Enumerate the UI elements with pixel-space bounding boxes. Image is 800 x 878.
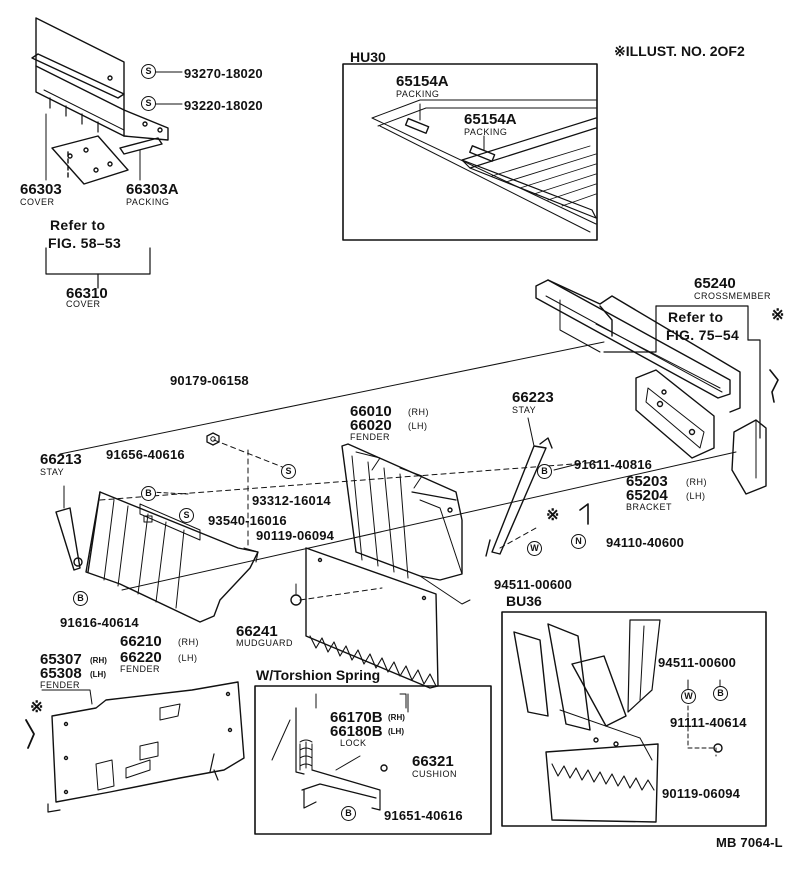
sheet-code: MB 7064-L [716, 835, 783, 850]
part-65204: 65204 [626, 487, 668, 504]
part-65154a-upper: 65154A [396, 73, 449, 90]
hu30-inset-drawing [342, 63, 598, 241]
asterisk-mark: ※ [771, 307, 785, 324]
part-65203: 65203 [626, 473, 668, 490]
refer-to-label-2: Refer to [668, 309, 724, 325]
part-91616-40614: 91616-40614 [60, 615, 139, 630]
part-66310: 66310 [66, 285, 108, 302]
part-66010-side: (RH) [408, 407, 429, 417]
nut-icon [206, 432, 220, 446]
torsion-inset-drawing [254, 685, 492, 835]
part-93540-16016: 93540-16016 [208, 513, 287, 528]
symbol-b-icon: B [341, 806, 356, 821]
part-94110-40600: 94110-40600 [606, 535, 685, 550]
part-66020-side: (LH) [408, 421, 428, 431]
part-65204-name: BRACKET [626, 502, 673, 512]
symbol-n-icon: N [571, 534, 586, 549]
part-65240-name: CROSSMEMBER [694, 291, 772, 301]
part-66241: 66241 [236, 623, 278, 640]
torsion-spring-title: W/Torshion Spring [256, 667, 381, 683]
part-66210: 66210 [120, 633, 162, 650]
bu36-part-90119-06094: 90119-06094 [662, 786, 741, 801]
part-66020: 66020 [350, 417, 392, 434]
refer-fig-58-53: FIG. 58–53 [48, 235, 122, 251]
part-66220: 66220 [120, 649, 162, 666]
part-66180b: 66180B [330, 723, 383, 740]
bu36-title: BU36 [506, 593, 542, 609]
part-66223: 66223 [512, 389, 554, 406]
part-66180b-name: LOCK [340, 738, 367, 748]
mudguard-drawing [290, 547, 439, 689]
part-66321-name: CUSHION [412, 769, 458, 779]
part-66220-side: (LH) [178, 653, 198, 663]
part-93220-18020: 93220-18020 [184, 98, 263, 113]
part-65307: 65307 [40, 651, 82, 668]
part-66213: 66213 [40, 451, 82, 468]
part-90119-06094: 90119-06094 [256, 528, 335, 543]
fender-66010-drawing [341, 443, 471, 605]
part-66321: 66321 [412, 753, 454, 770]
part-66303: 66303 [20, 181, 62, 198]
part-65154a-lower-name: PACKING [464, 127, 508, 137]
part-66213-name: STAY [40, 467, 65, 477]
part-66170b: 66170B [330, 709, 383, 726]
part-65240: 65240 [694, 275, 736, 292]
part-66310-name: COVER [66, 299, 101, 309]
part-91651-40616: 91651-40616 [384, 808, 463, 823]
asterisk-mark: ※ [30, 699, 44, 716]
part-65204-side: (LH) [686, 491, 706, 501]
cover-assembly-drawing [31, 17, 183, 289]
part-66170b-side: (RH) [388, 713, 405, 722]
hu30-title: HU30 [350, 49, 386, 65]
symbol-s-icon: S [179, 508, 194, 523]
stay-66223-drawing [485, 417, 589, 557]
part-93270-18020: 93270-18020 [184, 66, 263, 81]
part-65154a-upper-name: PACKING [396, 89, 440, 99]
symbol-w-icon: W [681, 689, 696, 704]
symbol-b-icon: B [73, 591, 88, 606]
part-65308: 65308 [40, 665, 82, 682]
part-66223-name: STAY [512, 405, 537, 415]
part-66303a: 66303A [126, 181, 179, 198]
symbol-b-icon: B [537, 464, 552, 479]
part-66303-name: COVER [20, 197, 55, 207]
part-66020-name: FENDER [350, 432, 391, 442]
bu36-part-94511-00600: 94511-00600 [658, 655, 737, 670]
reference-lines [59, 341, 737, 601]
part-93312-16014: 93312-16014 [252, 493, 331, 508]
refer-to-label: Refer to [50, 217, 106, 233]
refer-fig-75-54: FIG. 75–54 [666, 327, 740, 343]
symbol-b-icon: B [141, 486, 156, 501]
symbol-s-icon: S [141, 64, 156, 79]
symbol-w-icon: W [527, 541, 542, 556]
part-90179-06158: 90179-06158 [170, 373, 249, 388]
asterisk-mark: ※ [546, 507, 560, 524]
part-65308-side: (LH) [90, 670, 106, 679]
part-94511-00600: 94511-00600 [494, 577, 573, 592]
part-66220-name: FENDER [120, 664, 161, 674]
part-66303a-name: PACKING [126, 197, 170, 207]
part-65308-name: FENDER [40, 680, 81, 690]
part-65154a-lower: 65154A [464, 111, 517, 128]
illustration-note: ※ILLUST. NO. 2OF2 [614, 43, 745, 59]
part-66241-name: MUDGUARD [236, 638, 293, 648]
part-65203-side: (RH) [686, 477, 707, 487]
bu36-part-91111-40614: 91111-40614 [670, 715, 747, 730]
symbol-s-icon: S [141, 96, 156, 111]
part-91611-40816: 91611-40816 [574, 457, 653, 472]
symbol-b-icon: B [713, 686, 728, 701]
bu36-inset-drawing [501, 611, 767, 827]
fender-65307-drawing [25, 681, 245, 813]
part-66210-side: (RH) [178, 637, 199, 647]
symbol-s-icon: S [281, 464, 296, 479]
part-91656-40616: 91656-40616 [106, 447, 185, 462]
part-65307-side: (RH) [90, 656, 107, 665]
part-66180b-side: (LH) [388, 727, 404, 736]
crossmember-drawing [535, 279, 779, 495]
part-66010: 66010 [350, 403, 392, 420]
fender-66210-drawing [55, 485, 259, 623]
